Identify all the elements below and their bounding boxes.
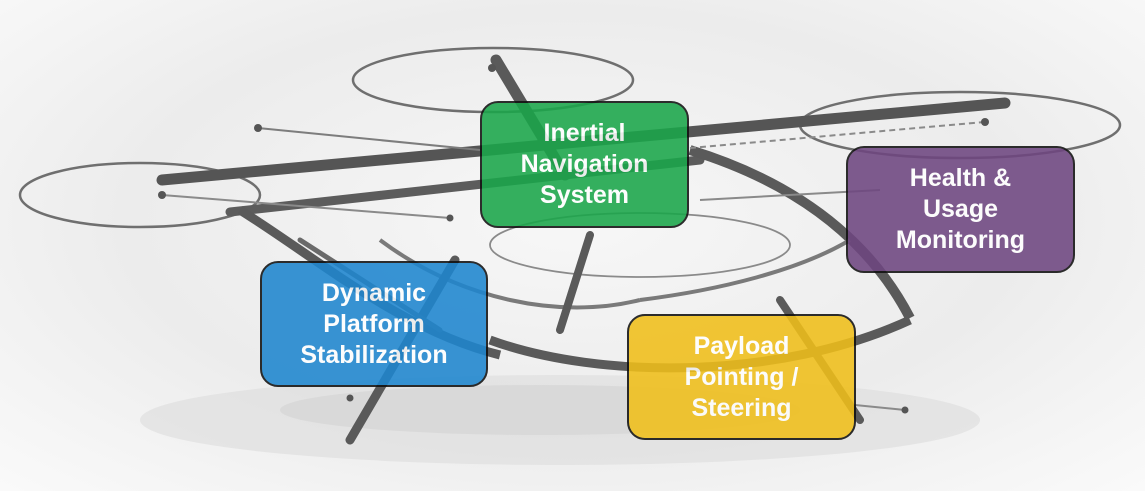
inertial-navigation-system-callout: Inertial Navigation System [480,101,689,228]
callout-line: System [540,181,629,209]
joint-dot [254,124,262,132]
callout-line: Inertial [543,119,626,147]
strut-center-down [556,231,594,334]
joint-dot [446,214,454,222]
frame-arc-right [688,145,915,321]
callout-line: Stabilization [300,340,448,369]
callout-line: Platform [323,309,425,338]
frame-arc-inner-right [639,238,852,302]
callout-line: Navigation [520,150,649,178]
callout-line: Payload [693,331,790,360]
callout-line: Monitoring [895,226,1026,254]
wire-bottom-right [854,404,906,411]
joint-dot [901,406,909,414]
payload-pointing-steering-callout: Payload Pointing / Steering [627,314,856,440]
wire-left-top [257,127,481,151]
joint-dot [346,394,354,402]
callout-line: Dynamic [321,278,427,307]
callout-line: Steering [691,393,792,422]
callout-text: Dynamic Platform Stabilization [300,278,447,371]
health-usage-monitoring-callout: Health & Usage Monitoring [846,146,1075,273]
frame-arc-inner [378,238,641,310]
joint-dot [158,191,166,199]
wire-left-mid [161,194,451,219]
joint-dot [981,118,989,126]
callout-line: Pointing / [684,362,799,391]
rotor-ring-left [18,161,262,229]
callout-line: Health & [909,164,1012,192]
callout-text: Inertial Navigation System [521,118,649,211]
callout-text: Payload Pointing / Steering [685,331,799,424]
joint-dot [488,64,496,72]
callout-text: Health & Usage Monitoring [896,163,1025,256]
callout-line: Usage [922,195,999,223]
dynamic-platform-stabilization-callout: Dynamic Platform Stabilization [260,261,488,387]
